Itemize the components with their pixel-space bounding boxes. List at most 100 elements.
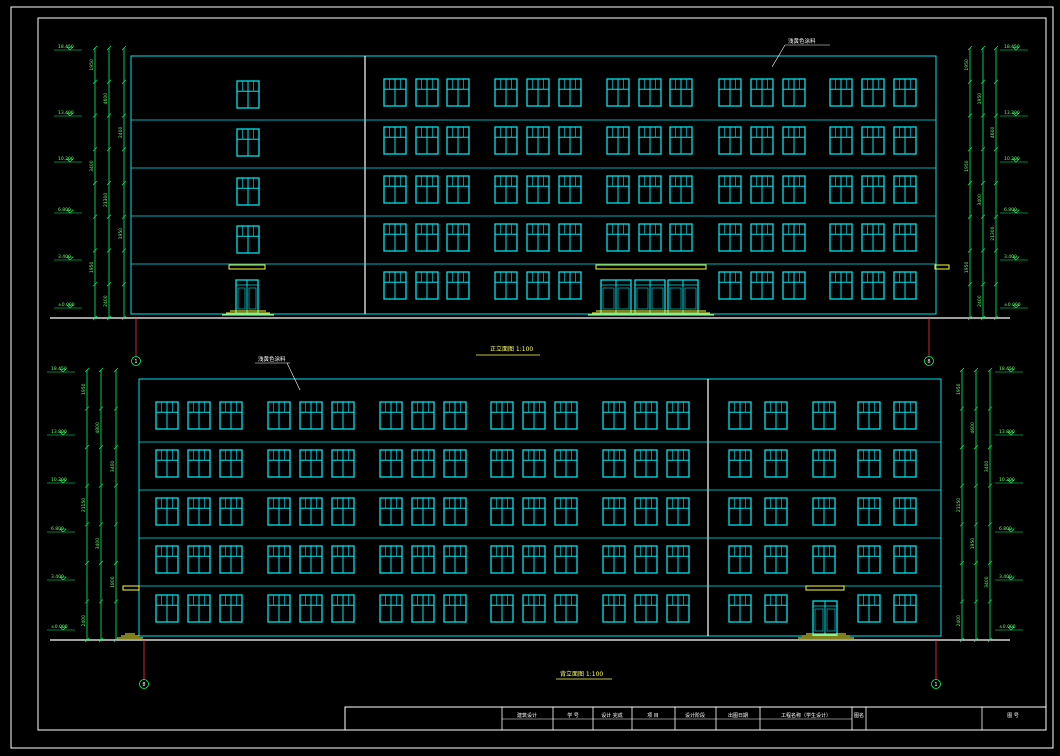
window	[861, 223, 885, 252]
window	[857, 497, 881, 526]
level-value: ±0.000	[58, 302, 75, 308]
level-value: 10.200	[51, 477, 67, 483]
window	[187, 545, 211, 574]
dimension-tick	[993, 180, 999, 186]
dimension-tick	[106, 282, 112, 287]
title-block-cell: 工程名称（学生设计）	[781, 712, 831, 719]
dimension-tick	[84, 444, 90, 450]
dimension-tick	[98, 406, 104, 411]
dimension-tick	[959, 483, 965, 488]
window	[857, 545, 881, 574]
canopy	[805, 585, 845, 591]
window	[638, 223, 662, 252]
window	[558, 175, 582, 204]
title-block-cell: 建筑设计	[517, 712, 537, 719]
level-value: 6.800	[51, 526, 64, 532]
dimension-value: 4600	[103, 93, 109, 105]
dimension-tick	[106, 180, 112, 186]
level-triangle	[1007, 479, 1015, 484]
level-triangle	[1012, 112, 1020, 117]
window	[267, 401, 291, 430]
window	[526, 78, 550, 107]
window	[634, 401, 658, 430]
window	[861, 126, 885, 155]
window	[750, 223, 774, 252]
dimension-tick	[980, 248, 986, 253]
window	[782, 175, 806, 204]
window	[893, 594, 917, 623]
dimension-tick	[973, 444, 979, 450]
dimension-tick	[993, 113, 999, 118]
window	[526, 223, 550, 252]
window	[219, 594, 243, 623]
window	[669, 78, 693, 107]
window	[331, 497, 355, 526]
dimension-tick	[84, 522, 90, 527]
axis-label: 8	[927, 359, 930, 365]
title-block: 建筑设计学 号设计 完成项 目设计阶段出图日期工程名称（学生设计）图名图 号	[344, 706, 1047, 731]
dimension-tick	[980, 315, 986, 321]
window	[554, 594, 578, 623]
window	[750, 78, 774, 107]
dimension-tick	[113, 367, 119, 373]
level-value: 10.200	[58, 156, 74, 162]
window	[764, 594, 788, 623]
window	[606, 223, 630, 252]
window	[718, 175, 742, 204]
window	[383, 78, 407, 107]
window	[236, 225, 260, 254]
window	[187, 497, 211, 526]
dimension-tick	[973, 637, 979, 643]
window	[861, 175, 885, 204]
window	[558, 78, 582, 107]
level-triangle	[59, 576, 67, 581]
dimension-tick	[993, 79, 999, 84]
dimension-tick	[993, 282, 999, 287]
dimension-tick	[106, 113, 112, 118]
dimension-tick	[92, 214, 98, 219]
window	[750, 126, 774, 155]
window	[812, 497, 836, 526]
dimension-tick	[967, 248, 973, 253]
dimension-value: 1950	[89, 262, 95, 274]
dimension-tick	[121, 248, 127, 253]
dimension-tick	[84, 406, 90, 411]
outer-frame	[10, 6, 1054, 749]
dimension-tick	[121, 45, 127, 51]
dimension-tick	[967, 214, 973, 219]
window	[379, 497, 403, 526]
level-value: ±0.000	[999, 624, 1016, 630]
door	[812, 600, 838, 636]
dimension-tick	[106, 147, 112, 152]
level-value: 3.400	[999, 574, 1012, 580]
level-value: 3.400	[1004, 254, 1017, 260]
level-triangle	[1012, 46, 1020, 51]
window	[666, 497, 690, 526]
window	[415, 271, 439, 300]
upper-elevation-title: 正立面图 1:100	[490, 345, 533, 353]
window	[829, 271, 853, 300]
canopy	[228, 264, 266, 270]
dimension-tick	[993, 315, 999, 321]
level-value: 18.450	[58, 44, 74, 50]
dimension-tick	[98, 599, 104, 604]
dimension-tick	[967, 45, 973, 51]
dimension-tick	[967, 147, 973, 152]
dimension-value: 4600	[970, 422, 976, 434]
dimension-value: 1800	[110, 576, 116, 588]
dimension-value: 1950	[956, 383, 962, 395]
window	[219, 449, 243, 478]
window	[829, 126, 853, 155]
upper-right-dimensions: 18.45013.20010.2006.8003.400±0.000195019…	[964, 44, 1028, 321]
level-triangle	[1007, 368, 1015, 373]
title-block-cell: 出图日期	[728, 712, 748, 719]
window	[893, 497, 917, 526]
dimension-value: 2400	[81, 615, 87, 627]
window	[634, 545, 658, 574]
window	[669, 126, 693, 155]
window	[443, 497, 467, 526]
dimension-tick	[993, 248, 999, 253]
dimension-tick	[987, 522, 993, 527]
dimension-tick	[113, 560, 119, 566]
dimension-tick	[92, 147, 98, 152]
